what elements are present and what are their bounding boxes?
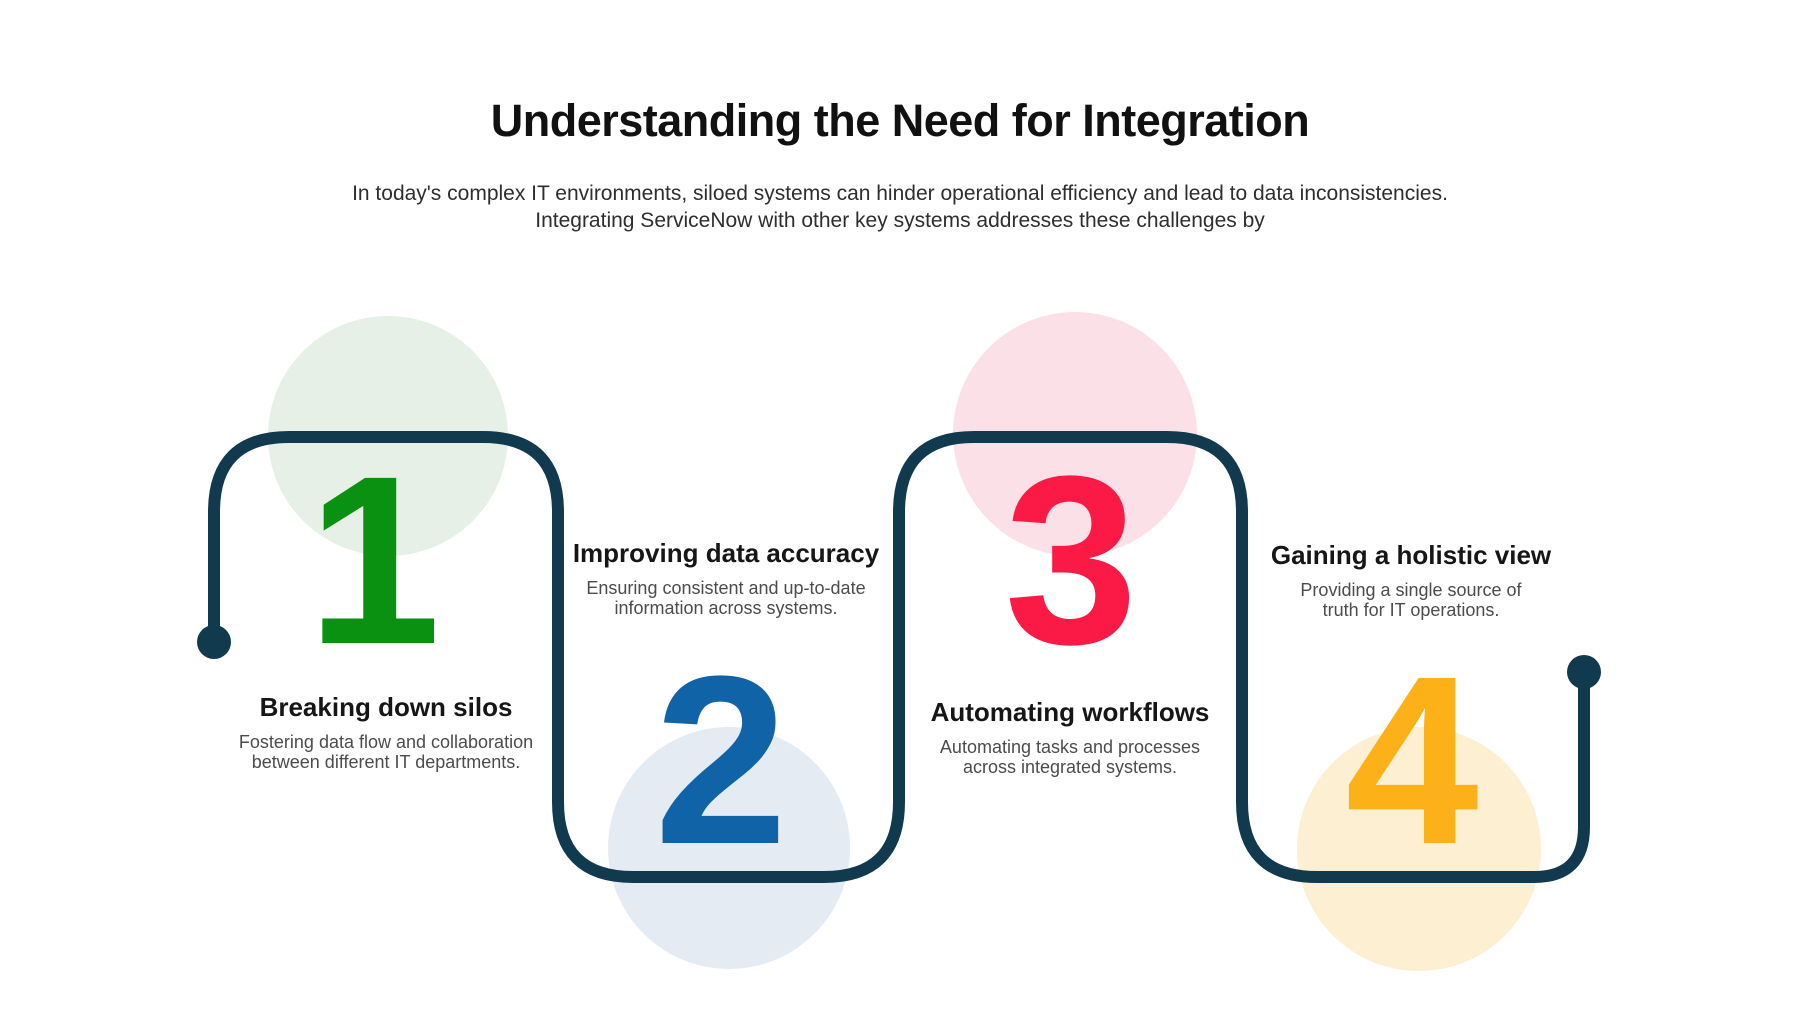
step-2-number: 2 [654,626,787,894]
step-3-description-line-2: across integrated systems. [962,757,1178,777]
step-1-text-block: Breaking down silos Fostering data flow … [239,690,533,772]
step-2-description: Ensuring consistent and up-to-date infor… [573,578,879,618]
step-1-description-line-2: between different IT departments. [251,752,521,772]
step-3-title: Automating workflows [930,697,1210,727]
step-2-description-line-1: Ensuring consistent and up-to-date [586,578,866,598]
step-2-bg-circle [608,727,850,969]
step-4-description: Providing a single source of truth for I… [1271,580,1551,620]
step-4-title: Gaining a holistic view [1270,540,1552,570]
step-3-number: 3 [1004,426,1137,694]
step-3-description: Automating tasks and processes across in… [931,737,1210,777]
step-4-bg-circle [1297,727,1541,971]
page-subtitle-line-2: Integrating ServiceNow with other key sy… [535,209,1265,232]
step-4-number: 4 [1345,626,1478,894]
step-1-description: Fostering data flow and collaboration be… [239,732,533,772]
step-4-description-line-2: truth for IT operations. [1322,600,1500,620]
step-3-description-line-1: Automating tasks and processes [939,737,1201,757]
step-1-title: Breaking down silos [259,692,513,722]
page-subtitle: In today's complex IT environments, silo… [352,180,1448,234]
step-1-number: 1 [307,426,440,694]
step-2-text-block: Improving data accuracy Ensuring consist… [573,536,879,618]
page-subtitle-line-1: In today's complex IT environments, silo… [352,182,1448,205]
step-4-text-block: Gaining a holistic view Providing a sing… [1271,538,1551,620]
path-end-dot [1567,655,1601,689]
page-title: Understanding the Need for Integration [490,95,1310,146]
step-3-text-block: Automating workflows Automating tasks an… [931,695,1210,777]
step-2-title: Improving data accuracy [572,538,880,568]
step-2-description-line-2: information across systems. [614,598,838,618]
step-1-description-line-1: Fostering data flow and collaboration [238,732,534,752]
step-4-description-line-1: Providing a single source of [1300,580,1522,600]
flow-path [208,431,1590,883]
path-start-dot [197,625,231,659]
